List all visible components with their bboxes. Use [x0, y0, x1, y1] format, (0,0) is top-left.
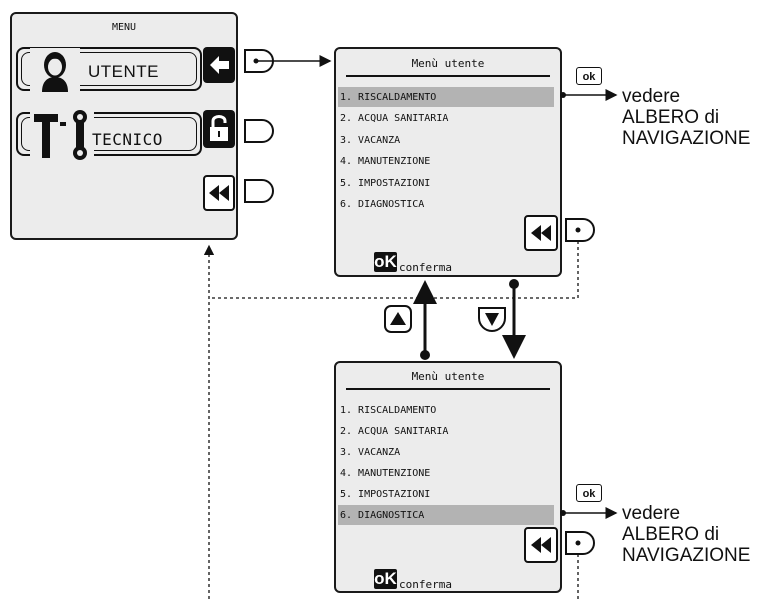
menu-item-utente-inner — [21, 52, 197, 86]
menu-item-tecnico-inner — [21, 117, 197, 151]
key-d-1-dot — [253, 58, 259, 64]
menu-item-riscaldamento[interactable]: 1. RISCALDAMENTO — [340, 405, 437, 416]
menu-item-impostazioni[interactable]: 5. IMPOSTAZIONI — [340, 178, 431, 189]
back-arrow-icon — [210, 56, 229, 74]
back-arrow-button[interactable] — [203, 47, 235, 83]
down-triangle-icon — [478, 307, 506, 332]
note-top-line1: vedere — [622, 86, 681, 107]
ok-button-top[interactable]: ok — [576, 67, 602, 85]
main-menu-title: MENU — [111, 22, 137, 33]
rewind-button[interactable] — [524, 527, 558, 563]
menu-item-tecnico-label: TECNICO — [92, 130, 163, 149]
padlock-icon — [210, 115, 228, 141]
note-bottom-line1: vedere — [622, 503, 681, 524]
user-icon — [30, 48, 80, 94]
rewind-button[interactable] — [524, 215, 558, 251]
rewind-button[interactable] — [203, 175, 235, 211]
padlock-button[interactable] — [203, 110, 235, 148]
menu-item-diagnostica[interactable]: 6. DIAGNOSTICA — [340, 510, 425, 521]
title-divider — [346, 388, 550, 390]
menu-item-riscaldamento[interactable]: 1. RISCALDAMENTO — [340, 92, 437, 103]
menu-item-impostazioni[interactable]: 5. IMPOSTAZIONI — [340, 489, 431, 500]
key-d-bottom-dot — [575, 540, 581, 546]
rewind-icon — [209, 185, 229, 201]
menu-item-manutenzione[interactable]: 4. MANUTENZIONE — [340, 156, 431, 167]
tools-icon — [30, 108, 94, 162]
note-bottom-line2: ALBERO di — [622, 524, 720, 545]
user-menu-top-title: Menù utente — [411, 57, 485, 70]
menu-item-manutenzione[interactable]: 4. MANUTENZIONE — [340, 468, 431, 479]
arrow-up-dot — [420, 350, 430, 360]
note-top-line3: NAVIGAZIONE — [622, 128, 751, 149]
confirm-label: conferma — [399, 261, 452, 274]
rewind-icon — [531, 537, 551, 553]
menu-item-utente-label: UTENTE — [88, 62, 159, 81]
menu-item-utente[interactable] — [16, 47, 202, 91]
note-top-line2: ALBERO di — [622, 107, 720, 128]
user-menu-bottom-title: Menù utente — [411, 370, 485, 383]
ok-badge[interactable]: oK — [374, 252, 397, 272]
user-menu-bottom-screen: Menù utente 1. RISCALDAMENTO 2. ACQUA SA… — [334, 361, 562, 593]
up-triangle-icon — [384, 305, 412, 333]
menu-item-vacanza[interactable]: 3. VACANZA — [340, 447, 401, 458]
confirm-label: conferma — [399, 578, 452, 591]
menu-item-acqua-sanitaria[interactable]: 2. ACQUA SANITARIA — [340, 426, 449, 437]
ok-badge[interactable]: oK — [374, 569, 397, 589]
key-d-top-dot — [575, 227, 581, 233]
user-menu-top-screen: Menù utente 1. RISCALDAMENTO 2. ACQUA SA… — [334, 47, 562, 277]
selection-highlight — [338, 505, 554, 525]
menu-item-vacanza[interactable]: 3. VACANZA — [340, 135, 401, 146]
main-menu-screen: MENU UTENTE TECNICO — [10, 12, 238, 240]
note-bottom-line3: NAVIGAZIONE — [622, 545, 751, 566]
menu-item-diagnostica[interactable]: 6. DIAGNOSTICA — [340, 199, 425, 210]
dashed-return-top — [209, 241, 579, 299]
arrow-down-dot — [509, 279, 519, 289]
key-d-2 — [244, 119, 274, 143]
menu-item-tecnico[interactable] — [16, 112, 202, 156]
key-d-3 — [244, 179, 274, 203]
menu-item-acqua-sanitaria[interactable]: 2. ACQUA SANITARIA — [340, 113, 449, 124]
rewind-icon — [531, 225, 551, 241]
title-divider — [346, 75, 550, 77]
ok-button-bottom[interactable]: ok — [576, 484, 602, 502]
selection-highlight — [338, 87, 554, 107]
